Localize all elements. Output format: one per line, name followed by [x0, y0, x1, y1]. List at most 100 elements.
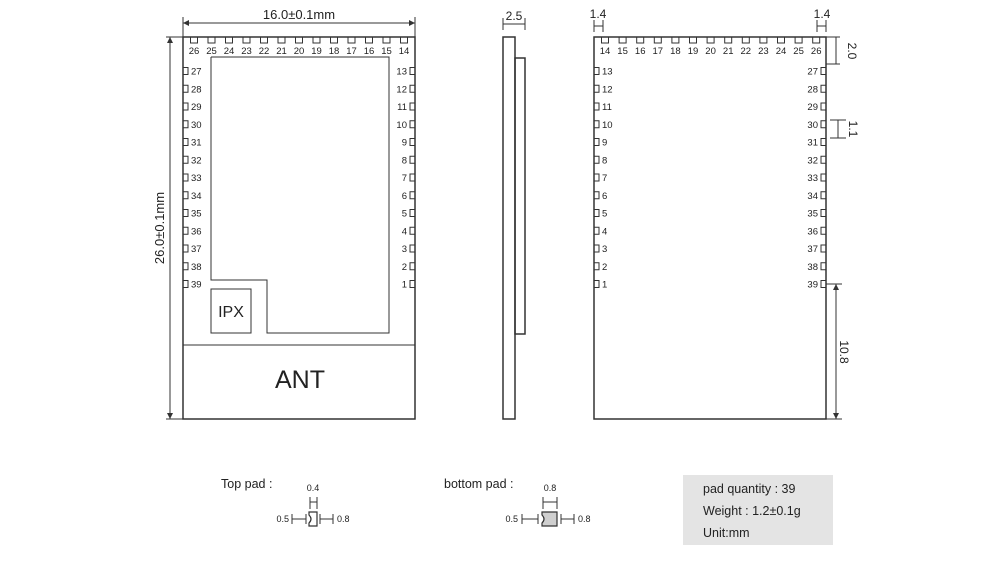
pin-label-bottom-view-1: 1: [602, 280, 607, 291]
pin-label-bottom-view-11: 11: [602, 102, 612, 113]
pad-bottom-view-top-22: [741, 37, 750, 44]
pad-bottom-view-right-27: [820, 67, 826, 75]
bottom-view-left-offset-label: 1.4: [590, 7, 607, 21]
pin-label-top-view-24: 24: [224, 46, 235, 57]
pin-label-top-view-15: 15: [381, 46, 392, 57]
pad-bottom-view-left-9: [594, 138, 600, 146]
bottom-view-module-outline: [593, 36, 827, 420]
pin-label-bottom-view-17: 17: [653, 46, 664, 57]
pad-top-view-top-17: [347, 37, 356, 44]
pad-bottom-view-right-36: [820, 226, 826, 235]
side-view-thickness-label: 2.5: [506, 9, 523, 23]
pad-bottom-view-left-11: [594, 102, 600, 111]
pin-label-top-view-36: 36: [191, 226, 202, 237]
pad-bottom-view-left-7: [594, 173, 600, 182]
pad-bottom-view-left-5: [594, 209, 600, 217]
pad-bottom-view-left-10: [594, 120, 600, 129]
pad-top-view-left-33: [183, 173, 189, 182]
pad-top-view-top-24: [225, 37, 233, 44]
pad-top-view-left-30: [183, 120, 189, 129]
pin-label-bottom-view-32: 32: [807, 155, 818, 166]
pin-label-bottom-view-33: 33: [807, 173, 818, 184]
antenna-label: ANT: [275, 366, 325, 394]
pin-label-bottom-view-21: 21: [723, 46, 734, 57]
side-view-shield: [514, 57, 526, 335]
pad-bottom-view-top-18: [671, 37, 680, 44]
pin-label-bottom-view-29: 29: [807, 102, 818, 113]
ipx-connector: [210, 288, 252, 334]
pad-top-view-right-7: [409, 173, 415, 182]
pin-label-bottom-view-37: 37: [807, 244, 818, 255]
pin-label-top-view-26: 26: [189, 46, 200, 57]
pin-label-top-view-23: 23: [241, 46, 252, 57]
pad-top-view-top-21: [277, 37, 286, 44]
pad-top-view-top-18: [330, 37, 338, 44]
bottom-pad-title: bottom pad :: [444, 477, 514, 491]
pad-bottom-view-right-34: [820, 191, 826, 200]
unit-text: Unit:mm: [703, 526, 750, 540]
pin-label-bottom-view-19: 19: [688, 46, 699, 57]
pin-label-top-view-13: 13: [396, 67, 407, 78]
pad-bottom-view-right-37: [820, 244, 826, 253]
pin-label-bottom-view-7: 7: [602, 173, 607, 184]
pad-top-view-left-36: [183, 226, 189, 235]
pin-label-top-view-34: 34: [191, 191, 202, 202]
top-view-shield-outline: [210, 56, 390, 334]
pin-label-bottom-view-35: 35: [807, 209, 818, 220]
pad-top-view-top-20: [295, 37, 303, 44]
pin-label-top-view-30: 30: [191, 120, 202, 131]
pin-label-bottom-view-16: 16: [635, 46, 646, 57]
pad-top-view-top-14: [400, 37, 408, 44]
pin-label-top-view-20: 20: [294, 46, 305, 57]
pin-label-top-view-17: 17: [346, 46, 357, 57]
pad-bottom-view-right-39: [820, 280, 826, 288]
pin-label-top-view-9: 9: [402, 138, 407, 149]
ipx-label: IPX: [218, 304, 244, 321]
pin-label-bottom-view-6: 6: [602, 191, 607, 202]
pad-top-view-top-26: [190, 37, 198, 44]
pin-label-bottom-view-27: 27: [807, 67, 818, 78]
pin-label-bottom-view-20: 20: [705, 46, 716, 57]
pad-top-view-left-37: [183, 244, 189, 253]
pad-bottom-view-top-19: [689, 37, 697, 44]
pad-bottom-view-right-29: [820, 102, 826, 111]
pad-top-view-right-4: [409, 226, 415, 235]
pad-top-view-top-16: [365, 37, 373, 44]
pad-top-view-left-31: [183, 138, 189, 146]
pin-label-top-view-14: 14: [399, 46, 410, 57]
pin-label-top-view-33: 33: [191, 173, 202, 184]
pin-label-top-view-25: 25: [206, 46, 217, 57]
pin-label-top-view-12: 12: [396, 84, 407, 95]
pad-bottom-view-right-35: [820, 209, 826, 217]
pad-top-view-left-34: [183, 191, 189, 200]
pad-bottom-view-left-3: [594, 244, 600, 253]
pin-label-bottom-view-14: 14: [600, 46, 611, 57]
pin-label-top-view-29: 29: [191, 102, 202, 113]
pin-label-top-view-19: 19: [311, 46, 322, 57]
bottom-view-top-margin-label: 2.0: [845, 43, 859, 60]
top-pad-title: Top pad :: [221, 477, 272, 491]
pin-label-bottom-view-12: 12: [602, 84, 613, 95]
pin-label-bottom-view-9: 9: [602, 138, 607, 149]
pad-top-view-top-19: [312, 37, 321, 44]
pin-label-top-view-7: 7: [402, 173, 407, 184]
pin-label-bottom-view-4: 4: [602, 226, 607, 237]
pin-label-bottom-view-24: 24: [776, 46, 787, 57]
pad-bottom-view-top-20: [706, 37, 715, 44]
pin-label-top-view-5: 5: [402, 209, 407, 220]
pad-quantity-text: pad quantity : 39: [703, 482, 796, 496]
pad-top-view-right-6: [409, 191, 415, 200]
pin-label-top-view-3: 3: [402, 244, 407, 255]
pin-label-bottom-view-25: 25: [793, 46, 804, 57]
pad-bottom-view-left-8: [594, 155, 600, 164]
bottom-view-pitch-label: 1.1: [846, 121, 860, 138]
pad-bottom-view-top-24: [777, 37, 785, 44]
pin-label-bottom-view-22: 22: [741, 46, 752, 57]
pad-bottom-view-left-2: [594, 262, 600, 271]
pad-bottom-view-top-16: [636, 37, 645, 44]
pin-label-bottom-view-28: 28: [807, 84, 818, 95]
pad-bottom-view-right-32: [820, 155, 826, 164]
pin-label-top-view-2: 2: [402, 262, 407, 273]
pin-label-bottom-view-3: 3: [602, 244, 607, 255]
